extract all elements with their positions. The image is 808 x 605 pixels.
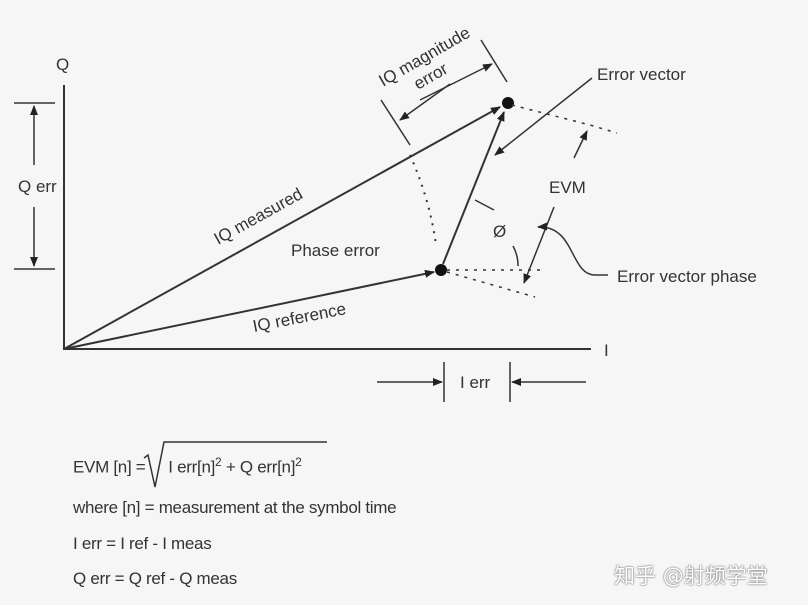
- phase-error-label: Phase error: [291, 241, 380, 260]
- iq-reference-label: IQ reference: [251, 299, 347, 336]
- error-vector-phase-callout: [537, 222, 608, 276]
- exp-2: 2: [295, 455, 302, 469]
- evm-arrow-up: [573, 130, 588, 159]
- error-vector: [442, 111, 505, 265]
- evm-arrow-down: [523, 206, 555, 284]
- evm-term-i: I err[n]: [168, 457, 216, 477]
- error-vector-phase-label: Error vector phase: [617, 267, 757, 286]
- iq-measured-label: IQ measured: [211, 184, 306, 248]
- q-err-label: Q err: [18, 177, 57, 196]
- error-vector-label: Error vector: [597, 65, 686, 84]
- evm-label: EVM: [549, 178, 586, 197]
- evm-term-q: + Q err[n]: [225, 457, 296, 477]
- iq-measured-vector: [63, 106, 501, 350]
- iq-reference-vector: [63, 269, 435, 350]
- i-axis-label: I: [604, 341, 609, 360]
- where-line: where [n] = measurement at the symbol ti…: [73, 498, 397, 517]
- sqrt-sign: [143, 441, 327, 488]
- watermark: 知乎 @射频学堂: [614, 564, 768, 588]
- q-axis-label: Q: [56, 55, 69, 74]
- i-err-formula: I err = I ref - I meas: [73, 534, 212, 553]
- reference-point: [435, 264, 447, 276]
- exp-1: 2: [215, 455, 222, 469]
- evm-formula: EVM [n] = I err[n]2 + Q err[n]2: [73, 455, 302, 478]
- measured-point: [502, 97, 514, 109]
- evm-lhs: EVM [n] =: [73, 457, 146, 477]
- i-err-label: I err: [460, 373, 491, 392]
- magnitude-error-arrow-b: [419, 63, 493, 101]
- error-vector-callout: [494, 77, 593, 156]
- q-err-formula: Q err = Q ref - Q meas: [73, 569, 237, 588]
- phi-label: Ø: [493, 222, 506, 241]
